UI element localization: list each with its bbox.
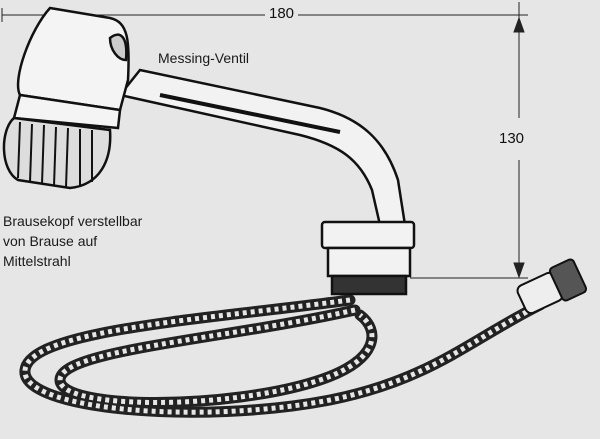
width-dimension-label: 180 (265, 5, 299, 22)
arrow-down-icon (513, 262, 525, 279)
valve-label: Messing-Ventil (158, 50, 250, 66)
shower-head (2, 6, 130, 190)
head-label-line1: Brausekopf verstellbar (3, 213, 143, 229)
arrow-up-icon (513, 16, 525, 33)
head-label-line3: Mittelstrahl (3, 253, 71, 269)
head-label-line2: von Brause auf (3, 233, 98, 249)
spout (117, 68, 416, 296)
hose-connector (516, 258, 588, 315)
height-dimension-label: 130 (495, 130, 529, 147)
